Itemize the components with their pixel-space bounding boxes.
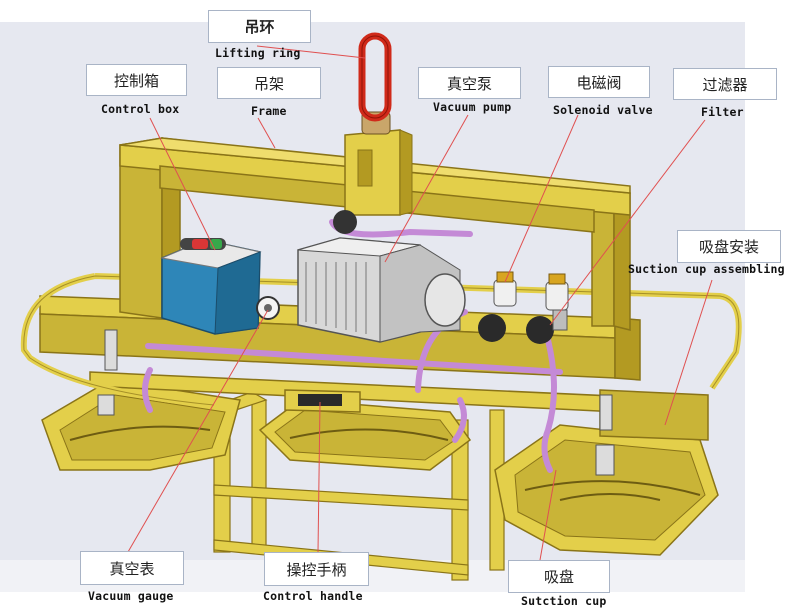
label-solenoid-valve-en: Solenoid valve (553, 103, 653, 117)
suction-pad-right (494, 424, 719, 556)
lower-cross-beam (89, 371, 709, 441)
vacuum-gauge-shape (256, 296, 280, 320)
label-suction-cup-assembling-en: Suction cup assembling (628, 262, 785, 276)
label-control-box-cn: 控制箱 (86, 64, 187, 96)
vacuum-pump-shape (297, 210, 466, 343)
leader-lines (127, 45, 713, 561)
label-control-handle-en: Control handle (263, 589, 363, 603)
label-lifting-ring-cn: 吊环 (208, 10, 311, 43)
label-lifting-ring-en: Lifting ring (215, 46, 301, 60)
label-solenoid-valve-cn: 电磁阀 (548, 66, 650, 98)
label-frame-cn: 吊架 (217, 67, 321, 99)
label-vacuum-gauge-en: Vacuum gauge (88, 589, 174, 603)
control-box-shape (160, 238, 262, 335)
label-filter-cn: 过滤器 (673, 68, 777, 100)
control-handle-shape (284, 389, 361, 413)
label-filter-en: Filter (701, 105, 744, 119)
hanger-bracket (344, 111, 413, 216)
label-vacuum-pump-en: Vacuum pump (433, 100, 512, 114)
label-frame-en: Frame (251, 104, 287, 118)
label-vacuum-gauge-cn: 真空表 (80, 551, 184, 585)
label-control-box-en: Control box (101, 102, 180, 116)
solenoid-valves (478, 271, 569, 344)
label-control-handle-cn: 操控手柄 (264, 552, 369, 586)
suction-cup-mounts (97, 329, 615, 476)
label-suction-cup-en: Sutction cup (521, 594, 607, 608)
label-vacuum-pump-cn: 真空泵 (418, 67, 521, 99)
lifting-ring-shape (358, 32, 392, 122)
label-suction-cup-cn: 吸盘 (508, 560, 610, 593)
label-suction-cup-assembling-cn: 吸盘安装 (677, 230, 781, 263)
